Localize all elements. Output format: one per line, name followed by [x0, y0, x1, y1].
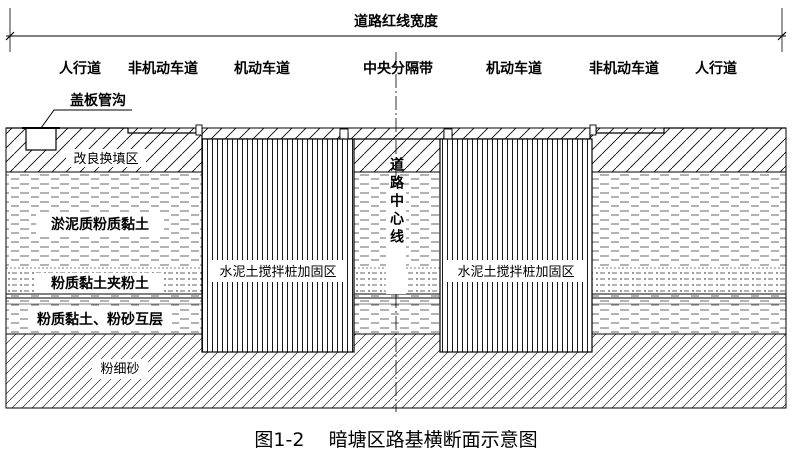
lane-label-nonmotor-right: 非机动车道	[589, 60, 659, 77]
road-surface	[6, 124, 786, 140]
layer-label-clay-with-silt: 粉质黏土夹粉土	[51, 275, 149, 292]
pile-zone-left-label: 水泥土搅拌桩加固区	[219, 264, 336, 280]
layer-label-fine-sand: 粉细砂	[100, 362, 139, 377]
curb-stone	[443, 128, 453, 140]
red-line-width-label: 道路红线宽度	[354, 13, 439, 30]
lane-label-motor-right: 机动车道	[486, 60, 542, 77]
layer-label-silty-clay: 淤泥质粉质黏土	[51, 216, 149, 233]
pile-zone-right-label: 水泥土搅拌桩加固区	[457, 264, 574, 280]
pile-zone-right	[439, 138, 593, 353]
pile-zone-left	[201, 138, 355, 353]
figure-caption: 图1-2 暗塘区路基横断面示意图	[254, 429, 537, 451]
curb-stone	[195, 124, 203, 136]
lane-labels: 人行道 非机动车道 机动车道 中央分隔带 机动车道 非机动车道 人行道	[59, 60, 737, 77]
curb-stone	[339, 128, 349, 140]
covered-trench	[22, 109, 132, 151]
lane-label-nonmotor-left: 非机动车道	[128, 60, 198, 77]
lane-label-motor-left: 机动车道	[234, 60, 290, 77]
red-line-width-dimension	[5, 8, 787, 52]
layer-label-fill: 改良换填区	[73, 151, 138, 167]
lane-label-sidewalk-left: 人行道	[59, 60, 101, 77]
lane-label-median: 中央分隔带	[363, 60, 433, 77]
lane-label-sidewalk-right: 人行道	[695, 60, 737, 77]
trench-callout-label: 盖板管沟	[70, 92, 126, 109]
layer-label-interbed: 粉质黏土、粉砂互层	[37, 311, 163, 328]
centerline-label: 道路中心线	[388, 156, 404, 247]
curb-stone	[589, 124, 597, 136]
